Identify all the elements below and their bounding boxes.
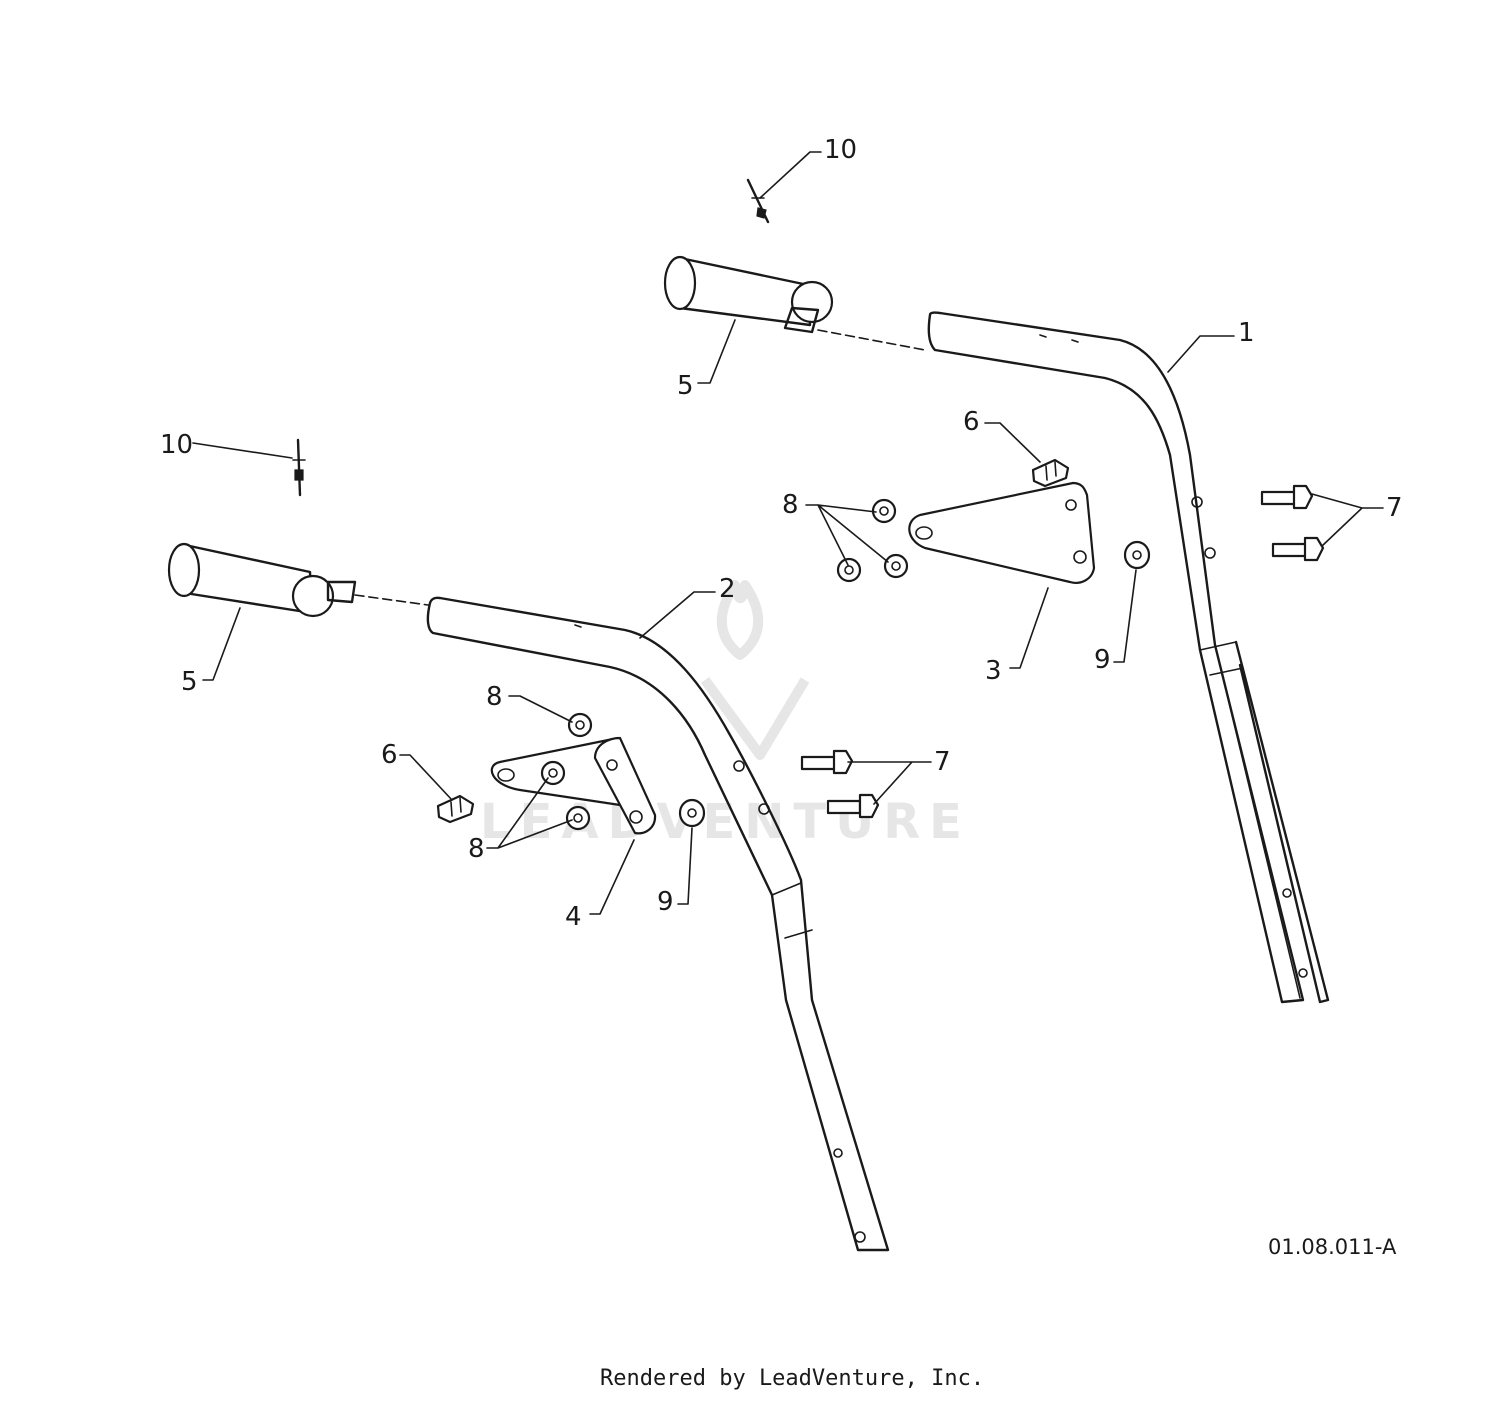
bolt-6-lower xyxy=(436,794,475,824)
callout-5-upper: 5 xyxy=(677,371,694,401)
clip-pin-lower xyxy=(292,438,306,497)
bolts-7-lower xyxy=(800,749,880,819)
bolts-7-upper xyxy=(1260,484,1325,562)
callout-2: 2 xyxy=(719,574,736,604)
nuts-8-upper xyxy=(836,498,909,583)
watermark-logo: LEADVENTURE xyxy=(480,580,971,850)
callout-10-lower: 10 xyxy=(160,430,193,460)
callout-8-upper: 8 xyxy=(782,490,799,520)
callout-8-lower-top: 8 xyxy=(486,682,503,712)
bolt-6-upper xyxy=(1031,458,1070,488)
washer-9-lower xyxy=(678,798,706,828)
callout-3: 3 xyxy=(985,656,1002,686)
watermark-text: LEADVENTURE xyxy=(480,794,971,850)
callout-6-upper: 6 xyxy=(963,407,980,437)
callouts: 1 2 3 4 5 5 6 6 7 7 8 8 8 9 9 10 10 xyxy=(160,135,1403,932)
callout-8-lower-bottom: 8 xyxy=(468,834,485,864)
diagram-id: 01.08.011-A xyxy=(1268,1235,1397,1259)
callout-9-upper: 9 xyxy=(1094,645,1111,675)
handle-upper-1 xyxy=(927,311,1330,1004)
callout-7-lower: 7 xyxy=(934,747,951,777)
callout-7-upper: 7 xyxy=(1386,493,1403,523)
callout-10-upper: 10 xyxy=(824,135,857,165)
washer-9-upper xyxy=(1123,540,1151,570)
bracket-3 xyxy=(908,481,1096,584)
grip-upper xyxy=(663,255,926,351)
grip-lower xyxy=(167,542,429,618)
callout-4: 4 xyxy=(565,902,582,932)
callout-6-lower: 6 xyxy=(381,740,398,770)
footer-credit: Rendered by LeadVenture, Inc. xyxy=(600,1366,984,1391)
handle-lower-2 xyxy=(426,596,890,1252)
callout-5-lower: 5 xyxy=(181,667,198,697)
callout-9-lower: 9 xyxy=(657,887,674,917)
leader-lines xyxy=(192,151,1384,915)
clip-pin-upper xyxy=(746,178,770,224)
callout-1: 1 xyxy=(1238,318,1255,348)
